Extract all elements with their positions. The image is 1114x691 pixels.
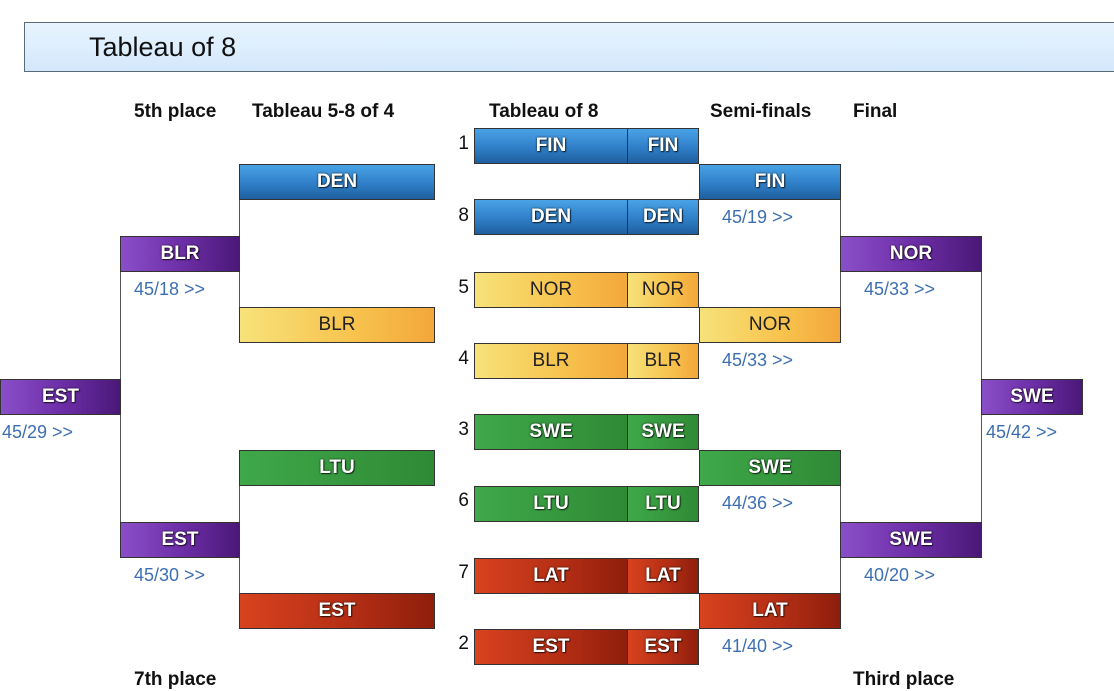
semi-team-fin[interactable]: FIN (699, 164, 841, 200)
header-final: Final (853, 101, 898, 122)
fifth-score[interactable]: 45/30 >> (134, 565, 206, 585)
tableau8-short-fin[interactable]: FIN (627, 128, 699, 164)
semi-team-nor[interactable]: NOR (699, 307, 841, 343)
header-7th-place: 7th place (134, 669, 217, 690)
tableau8-team-nor[interactable]: NOR (474, 272, 628, 308)
seed-number: 6 (458, 490, 469, 511)
header-tableau-5-8: Tableau 5-8 of 4 (252, 101, 395, 122)
seed-number: 4 (458, 348, 469, 369)
semi-score[interactable]: 45/19 >> (722, 207, 794, 227)
final-score[interactable]: 45/33 >> (864, 279, 936, 299)
seed-number: 3 (458, 419, 469, 440)
winner-team-swe[interactable]: SWE (981, 379, 1083, 415)
fifth-winner-team-est[interactable]: EST (0, 379, 121, 415)
semi-score[interactable]: 45/33 >> (722, 350, 794, 370)
final-score[interactable]: 40/20 >> (864, 565, 936, 585)
header-5th-place: 5th place (134, 101, 217, 122)
fifth-winner-score[interactable]: 45/29 >> (2, 422, 74, 442)
tableau8-team-lat[interactable]: LAT (474, 558, 628, 594)
semi-score[interactable]: 44/36 >> (722, 493, 794, 513)
fifth-score[interactable]: 45/18 >> (134, 279, 206, 299)
tableau8-team-ltu[interactable]: LTU (474, 486, 628, 522)
tab58-team-ltu[interactable]: LTU (239, 450, 435, 486)
header-third-place: Third place (853, 669, 955, 690)
final-team-swe[interactable]: SWE (840, 522, 982, 558)
semi-score[interactable]: 41/40 >> (722, 636, 794, 656)
tableau8-short-den[interactable]: DEN (627, 199, 699, 235)
tableau8-team-fin[interactable]: FIN (474, 128, 628, 164)
tableau8-team-swe[interactable]: SWE (474, 414, 628, 450)
seed-number: 8 (458, 205, 469, 226)
tab58-team-blr[interactable]: BLR (239, 307, 435, 343)
semi-team-lat[interactable]: LAT (699, 593, 841, 629)
header-tableau-8: Tableau of 8 (489, 101, 599, 122)
seed-number: 7 (458, 562, 469, 583)
winner-score[interactable]: 45/42 >> (986, 422, 1058, 442)
tableau8-short-lat[interactable]: LAT (627, 558, 699, 594)
fifth-team-est[interactable]: EST (120, 522, 240, 558)
tableau8-short-ltu[interactable]: LTU (627, 486, 699, 522)
fifth-team-blr[interactable]: BLR (120, 236, 240, 272)
semi-team-swe[interactable]: SWE (699, 450, 841, 486)
tableau8-team-den[interactable]: DEN (474, 199, 628, 235)
tableau8-team-blr[interactable]: BLR (474, 343, 628, 379)
title-bar: Tableau of 8 (24, 22, 1114, 72)
page-title: Tableau of 8 (89, 32, 237, 62)
tableau8-short-est[interactable]: EST (627, 629, 699, 665)
tab58-team-est[interactable]: EST (239, 593, 435, 629)
tab58-team-den[interactable]: DEN (239, 164, 435, 200)
tableau8-team-est[interactable]: EST (474, 629, 628, 665)
tableau8-short-nor[interactable]: NOR (627, 272, 699, 308)
seed-number: 2 (458, 633, 469, 654)
header-semi-finals: Semi-finals (710, 101, 812, 122)
final-team-nor[interactable]: NOR (840, 236, 982, 272)
tableau8-short-blr[interactable]: BLR (627, 343, 699, 379)
seed-number: 1 (458, 133, 469, 154)
seed-number: 5 (458, 277, 469, 298)
tableau8-short-swe[interactable]: SWE (627, 414, 699, 450)
